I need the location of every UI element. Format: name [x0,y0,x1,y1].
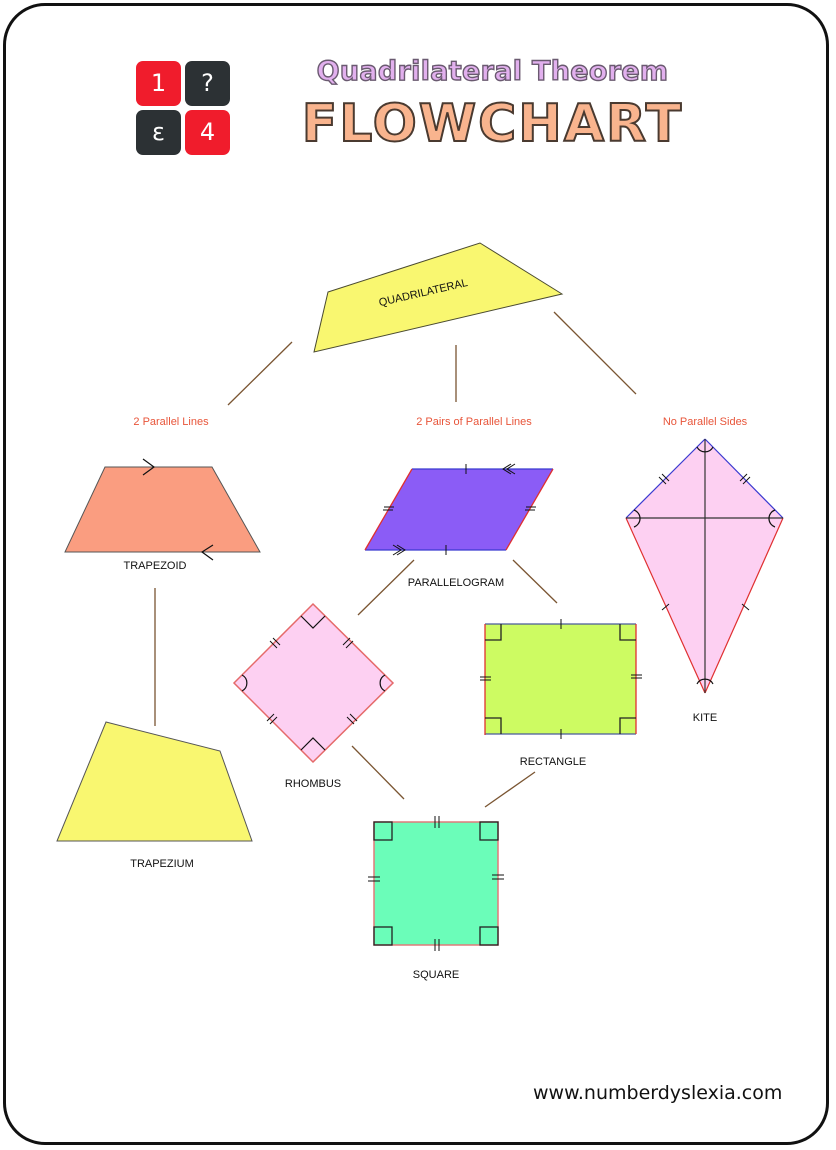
website-link[interactable]: www.numberdyslexia.com [533,1082,783,1104]
label-trapezoid: TRAPEZOID [124,560,187,572]
shape-trapezium: TRAPEZIUM [56,721,253,870]
condition-2-parallel-lines: 2 Parallel Lines [133,416,209,428]
shape-parallelogram: PARALLELOGRAM [364,463,554,589]
connector-rhombus-to-square [351,745,405,800]
label-kite: KITE [693,712,717,724]
condition-2-pairs-parallel: 2 Pairs of Parallel Lines [416,416,532,428]
logo-tile-4: 4 [185,110,230,155]
logo-tile-question: ? [185,61,230,106]
parallel-arrow-icon [200,544,214,561]
connector-parallelogram-to-rhombus [357,559,415,616]
label-square: SQUARE [413,969,459,981]
condition-no-parallel: No Parallel Sides [663,416,748,428]
label-trapezium: TRAPEZIUM [130,858,194,870]
connector-parallelogram-to-rectangle [512,559,558,604]
shape-kite: KITE [625,438,784,724]
shape-rectangle: RECTANGLE [480,619,642,768]
connector-rectangle-to-square [484,771,536,808]
subtitle: Quadrilateral Theorem [316,55,669,87]
logo: 1 ? ε 4 [136,61,231,156]
shape-rhombus: RHOMBUS [232,602,395,790]
label-parallelogram: PARALLELOGRAM [408,577,504,589]
shape-quadrilateral: QUADRILATERAL [313,242,564,353]
logo-tile-1: 1 [136,61,181,106]
label-rhombus: RHOMBUS [285,778,341,790]
connector-quad-to-2-parallel [227,341,293,406]
logo-tile-3-mirrored: ε [136,110,181,155]
shape-square: SQUARE [368,816,504,981]
parallel-arrow-icon [142,458,156,476]
label-rectangle: RECTANGLE [520,756,586,768]
connector-quad-to-no-parallel [553,311,637,395]
connectors [154,311,637,808]
page-title: FLOWCHART [301,93,684,155]
shape-trapezoid: TRAPEZOID [64,458,261,572]
